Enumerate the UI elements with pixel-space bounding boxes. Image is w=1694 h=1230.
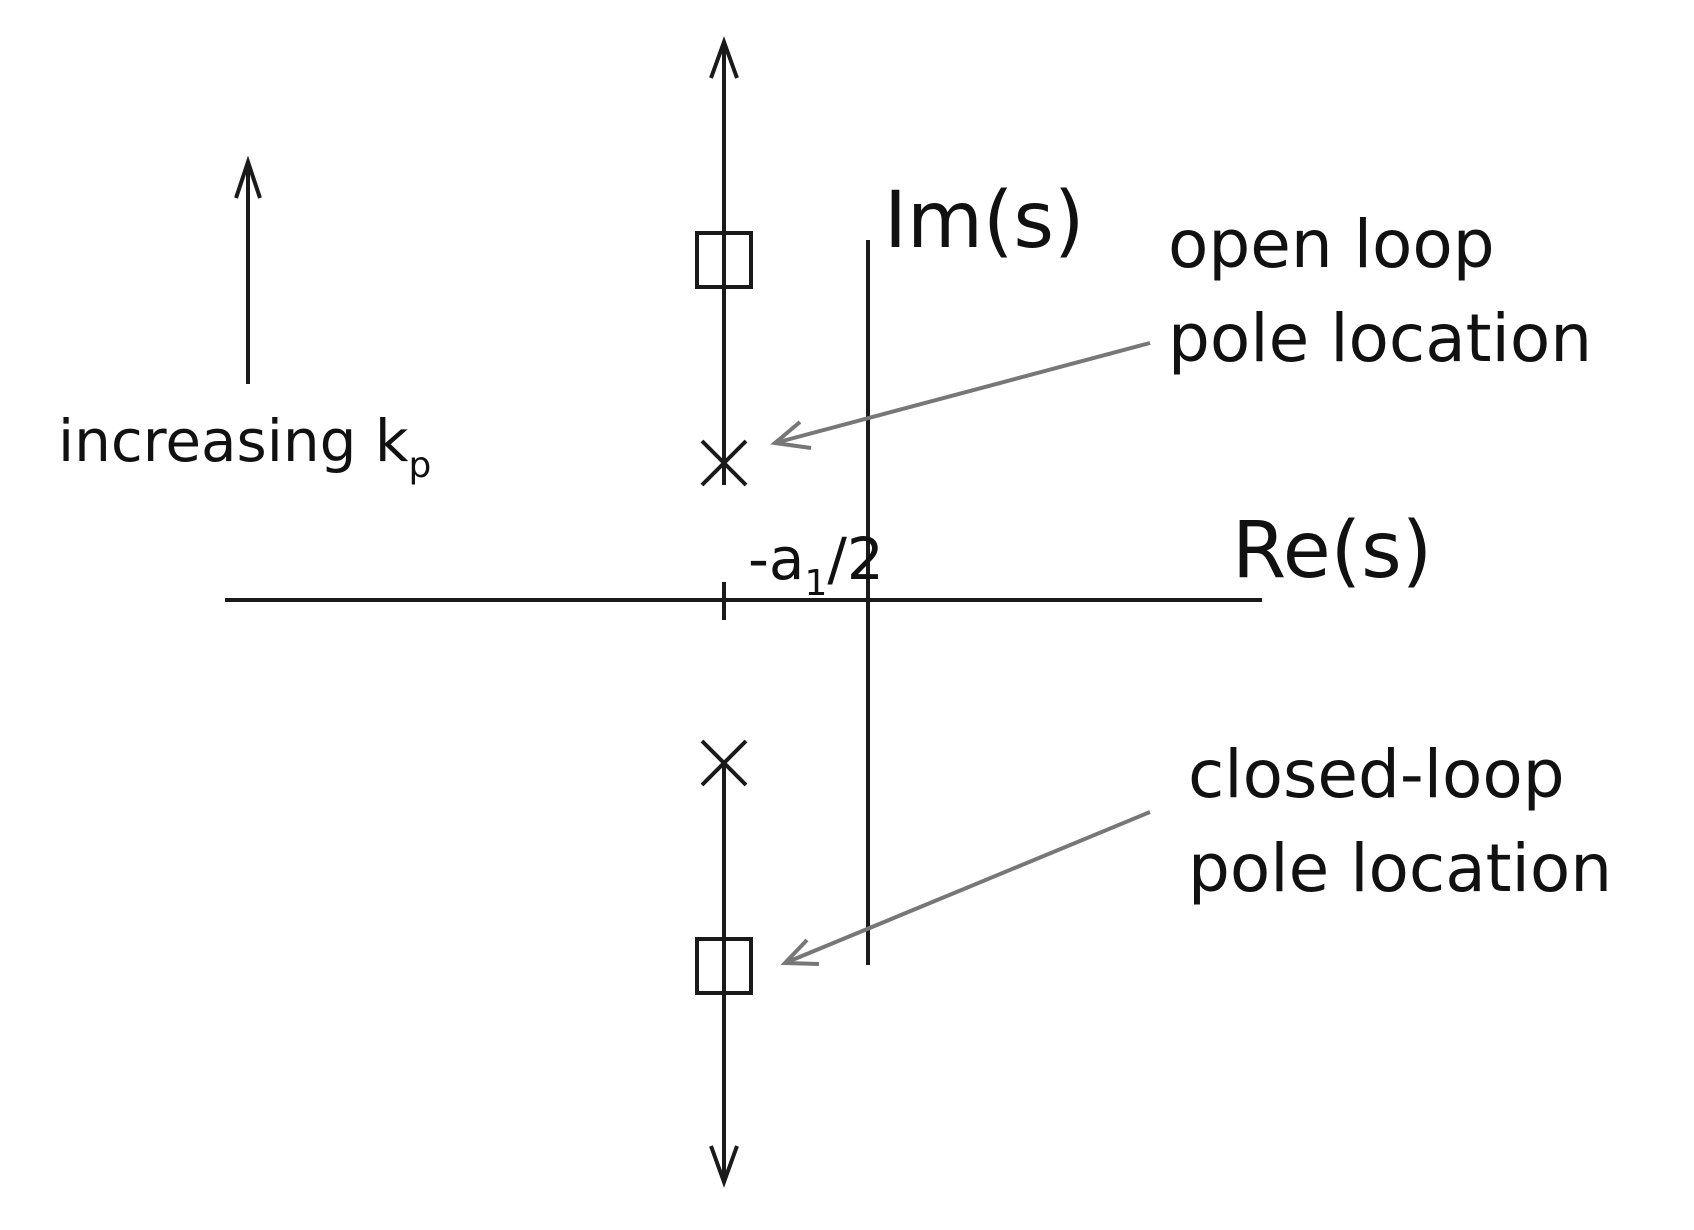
closed-loop-annotation: closed-loop pole location [1188, 728, 1612, 916]
gain-indicator-subscript: p [408, 445, 432, 487]
tick-label-suffix: /2 [827, 525, 884, 593]
real-axis-label: Re(s) [1232, 506, 1433, 596]
upper-locus-arrowhead [709, 36, 739, 79]
open-loop-annotation-line1: open loop [1168, 206, 1495, 283]
closed-loop-annotation-line2: pole location [1188, 830, 1613, 907]
closed-loop-pointer [784, 810, 1151, 965]
gain-indicator-text: increasing k [58, 407, 409, 475]
open-loop-annotation-line2: pole location [1168, 300, 1593, 377]
imaginary-axis-label: Im(s) [884, 176, 1085, 266]
closed-loop-pointer-head [780, 938, 820, 966]
open-loop-pole-lower [700, 739, 748, 787]
closed-loop-pole-lower [695, 937, 753, 995]
tick-label-subscript: 1 [804, 563, 828, 605]
open-loop-pointer-head [770, 420, 812, 450]
real-axis-tick-label: -a1/2 [748, 530, 884, 602]
open-loop-annotation: open loop pole location [1168, 198, 1592, 386]
closed-loop-annotation-line1: closed-loop [1188, 736, 1565, 813]
open-loop-pole-upper [700, 439, 748, 487]
open-loop-pointer [774, 341, 1151, 445]
gain-direction-arrowhead [234, 155, 262, 199]
tick-label-prefix: -a [748, 525, 805, 593]
gain-indicator-label: increasing kp [58, 412, 431, 484]
lower-locus-arrowhead [709, 1145, 739, 1188]
closed-loop-pole-upper [695, 231, 753, 289]
